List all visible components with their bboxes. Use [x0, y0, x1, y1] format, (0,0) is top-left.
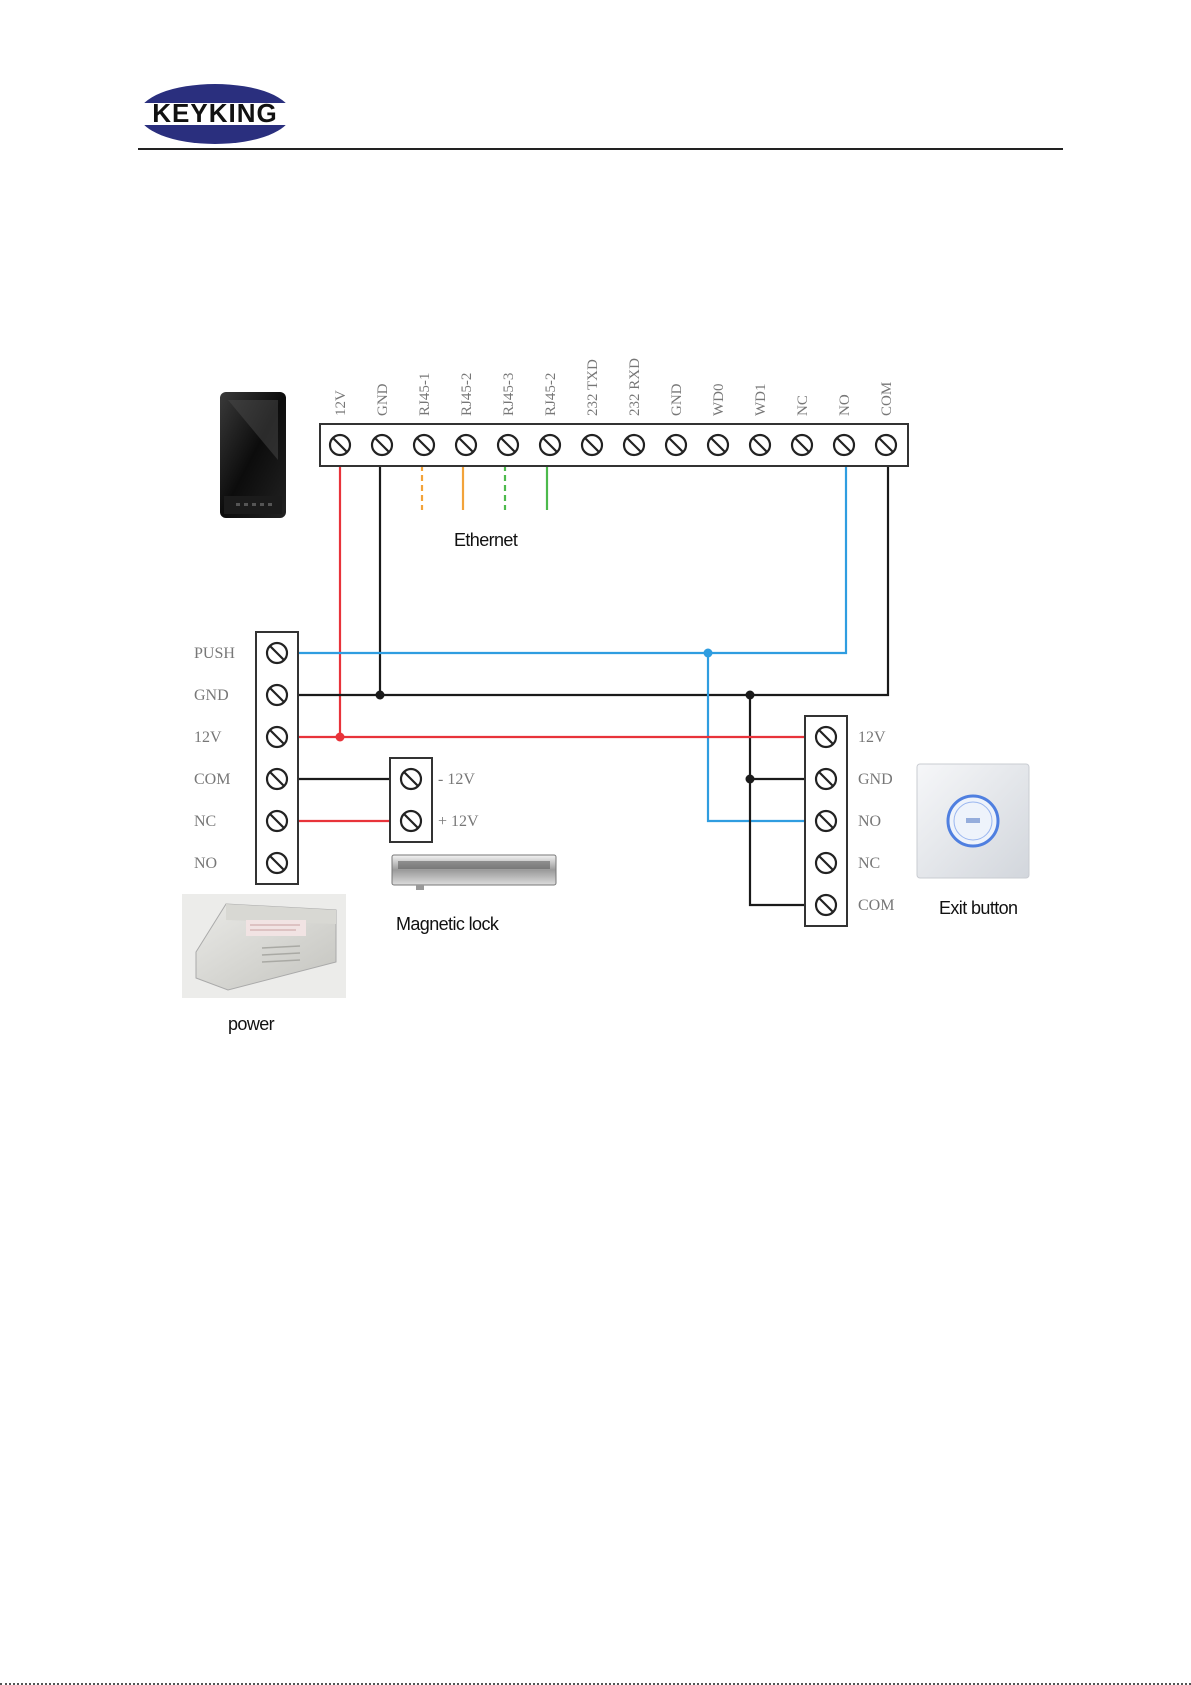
- lock-terminal-label: - 12V: [438, 771, 475, 788]
- power-terminal-label: NO: [194, 855, 217, 872]
- terminal-screw-icon: [792, 435, 812, 455]
- terminal-screw-icon: [816, 769, 836, 789]
- terminal-screw-icon: [834, 435, 854, 455]
- controller-terminal-label: RJ45-1: [417, 373, 433, 416]
- terminal-screw-icon: [582, 435, 602, 455]
- controller-terminal-label: WD1: [753, 384, 769, 417]
- terminal-screw-icon: [816, 727, 836, 747]
- terminal-screw-icon: [816, 811, 836, 831]
- controller-terminal-label: WD0: [711, 384, 727, 417]
- controller-terminal-label: 12V: [333, 390, 349, 416]
- magnetic-lock-image: [392, 855, 556, 890]
- lock-terminal-label: + 12V: [438, 813, 479, 830]
- exit-terminal-block: 12V GND NO NC COM: [805, 716, 894, 926]
- terminal-screw-icon: [708, 435, 728, 455]
- terminal-screw-icon: [498, 435, 518, 455]
- wires: [298, 465, 888, 905]
- terminal-screw-icon: [330, 435, 350, 455]
- power-terminal-label: COM: [194, 771, 230, 788]
- controller-terminal-label: 232 TXD: [585, 359, 601, 416]
- power-terminal-block: PUSH GND 12V COM NC NO: [194, 632, 298, 884]
- terminal-screw-icon: [267, 769, 287, 789]
- exit-button-image: [917, 764, 1029, 878]
- exit-button-terminal-label: 12V: [858, 729, 886, 746]
- terminal-screw-icon: [666, 435, 686, 455]
- controller-terminal-label: GND: [669, 383, 685, 416]
- terminal-screw-icon: [267, 685, 287, 705]
- power-terminal-label: 12V: [194, 729, 222, 746]
- controller-terminal-block: 12V GND RJ45-1 RJ45-2 RJ45-3 RJ45-2 232 TXD 232…: [320, 358, 908, 466]
- terminal-screw-icon: [876, 435, 896, 455]
- terminal-screw-icon: [624, 435, 644, 455]
- exit-button-terminal-label: COM: [858, 897, 894, 914]
- power-terminal-label: GND: [194, 687, 229, 704]
- terminal-screw-icon: [816, 853, 836, 873]
- exit-button-terminal-label: NO: [858, 813, 881, 830]
- exit-button-terminal-label: NC: [858, 855, 880, 872]
- power-supply-image: [182, 894, 346, 998]
- ethernet-label: Ethernet: [454, 530, 518, 550]
- terminal-screw-icon: [267, 853, 287, 873]
- terminal-screw-icon: [816, 895, 836, 915]
- exit-button-terminal-label: GND: [858, 771, 893, 788]
- terminal-screw-icon: [401, 811, 421, 831]
- controller-terminal-label: RJ45-2: [459, 373, 475, 416]
- controller-terminal-label: COM: [879, 382, 895, 416]
- lock-terminal-block: - 12V + 12V: [390, 758, 479, 842]
- magnetic-lock-caption: Magnetic lock: [396, 914, 500, 934]
- terminal-screw-icon: [267, 643, 287, 663]
- terminal-screw-icon: [540, 435, 560, 455]
- card-reader-image: [220, 392, 286, 518]
- controller-terminal-label: GND: [375, 383, 391, 416]
- exit-button-caption: Exit button: [939, 898, 1017, 918]
- controller-terminal-label: NO: [837, 394, 853, 416]
- controller-terminal-label: RJ45-3: [501, 373, 517, 416]
- controller-terminal-label: 232 RXD: [627, 358, 643, 416]
- terminal-screw-icon: [401, 769, 421, 789]
- power-caption: power: [228, 1014, 275, 1034]
- terminal-screw-icon: [372, 435, 392, 455]
- terminal-screw-icon: [750, 435, 770, 455]
- power-terminal-label: NC: [194, 813, 216, 830]
- wire-exit-gnd-com: [750, 695, 805, 905]
- power-terminal-label: PUSH: [194, 645, 235, 662]
- terminal-screw-icon: [267, 727, 287, 747]
- controller-terminal-label: NC: [795, 395, 811, 416]
- terminal-screw-icon: [456, 435, 476, 455]
- terminal-screw-icon: [414, 435, 434, 455]
- wire-controller-com: [298, 465, 888, 695]
- terminal-screw-icon: [267, 811, 287, 831]
- controller-terminal-label: RJ45-2: [543, 373, 559, 416]
